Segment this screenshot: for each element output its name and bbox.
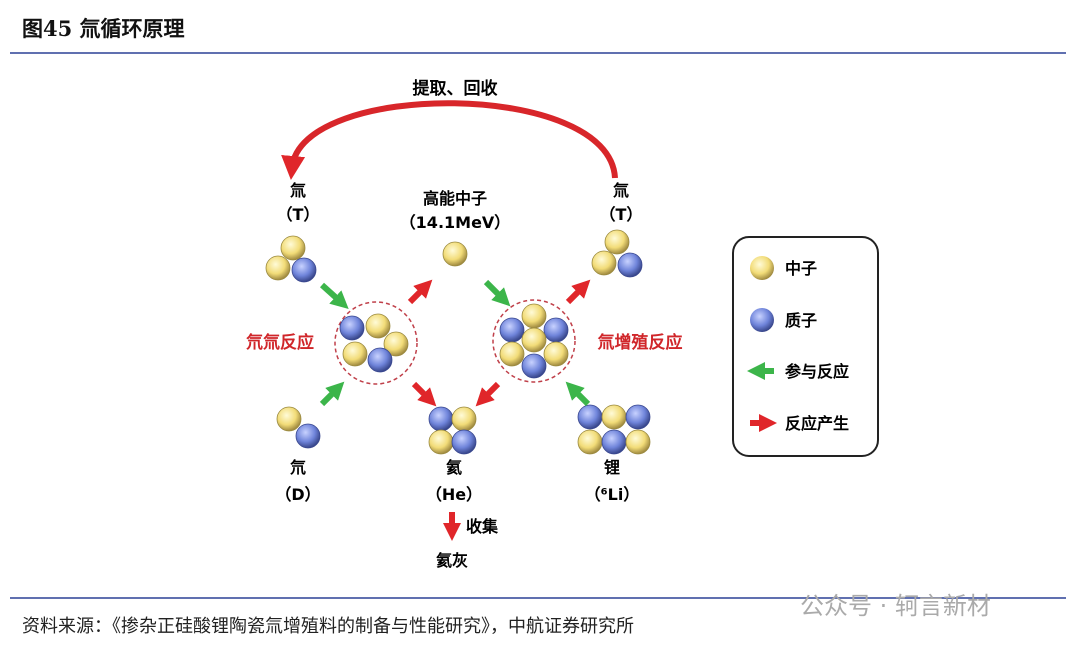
proton-atom: [521, 353, 547, 379]
legend-proton-icon: [750, 308, 774, 332]
neutron-label: 高能中子: [423, 189, 487, 208]
neutron-atom: [521, 303, 547, 329]
source-note: 资料来源：《掺杂正硅酸锂陶瓷氚增殖料的制备与性能研究》，中航证券研究所: [22, 616, 634, 637]
neutron-atom: [604, 229, 630, 255]
proton-atom: [499, 317, 525, 343]
neutron-atom: [601, 404, 627, 430]
proton-atom: [291, 257, 317, 283]
legend-neutron-icon: [750, 256, 774, 280]
legend-participate-label: 参与反应: [785, 362, 849, 381]
neutron-atom: [577, 429, 603, 455]
produce-arrow: [411, 381, 437, 407]
dt-reaction-label: 氘氚反应: [246, 332, 314, 353]
proton-atom: [601, 429, 627, 455]
recycle-label: 提取、回收: [413, 78, 498, 99]
neutron-atom: [280, 235, 306, 261]
deuterium-name: 氘: [290, 458, 306, 477]
proton-atom: [339, 315, 365, 341]
recycle-arrow: [281, 100, 618, 180]
neutron-atom: [442, 241, 468, 267]
tritium-right-symbol: （T）: [600, 205, 643, 224]
neutron-energy: （14.1MeV）: [400, 213, 511, 232]
atoms: [265, 229, 651, 455]
neutron-atom: [521, 327, 547, 353]
reaction-arrows: [319, 279, 591, 407]
deuterium-symbol: （D）: [275, 485, 320, 504]
legend-neutron-label: 中子: [785, 259, 817, 278]
proton-atom: [451, 429, 477, 455]
produce-arrow: [407, 279, 433, 305]
proton-atom: [543, 317, 569, 343]
proton-atom: [367, 347, 393, 373]
legend-produce-label: 反应产生: [785, 414, 849, 433]
breeding-reaction-zone: [492, 299, 576, 383]
participate-arrow: [319, 282, 349, 310]
neutron-atom: [451, 406, 477, 432]
dt-reaction-zone: [334, 301, 418, 385]
neutron-atom: [499, 341, 525, 367]
neutron-atom: [428, 429, 454, 455]
tritium-right-name: 氚: [613, 181, 629, 200]
breeding-reaction-label: 氚增殖反应: [598, 332, 683, 353]
figure-title: 图45 氚循环原理: [22, 16, 185, 41]
participate-arrow: [565, 381, 591, 407]
proton-atom: [428, 406, 454, 432]
produce-arrow: [475, 381, 501, 407]
proton-atom: [625, 404, 651, 430]
watermark: 公众号 · 轲言新材: [800, 592, 991, 620]
legend-box: [732, 236, 879, 457]
neutron-atom: [276, 406, 302, 432]
helium-name: 氦: [446, 458, 462, 477]
participate-arrow: [483, 279, 511, 307]
neutron-atom: [365, 313, 391, 339]
neutron-atom: [342, 341, 368, 367]
neutron-atom: [543, 341, 569, 367]
helium-ash-label: 氦灰: [436, 551, 468, 570]
produce-arrow: [565, 279, 591, 305]
legend-proton-label: 质子: [785, 311, 817, 330]
neutron-atom: [591, 250, 617, 276]
collect-label: 收集: [466, 517, 499, 536]
tritium-left-name: 氚: [290, 181, 306, 200]
helium-symbol: （He）: [426, 485, 482, 504]
participate-arrow: [319, 381, 345, 407]
tritium-left-symbol: （T）: [277, 205, 320, 224]
lithium-name: 锂: [604, 458, 620, 477]
neutron-atom: [383, 331, 409, 357]
proton-atom: [577, 404, 603, 430]
lithium-symbol: （⁶Li）: [585, 485, 640, 504]
neutron-atom: [625, 429, 651, 455]
proton-atom: [295, 423, 321, 449]
neutron-atom: [265, 255, 291, 281]
proton-atom: [617, 252, 643, 278]
